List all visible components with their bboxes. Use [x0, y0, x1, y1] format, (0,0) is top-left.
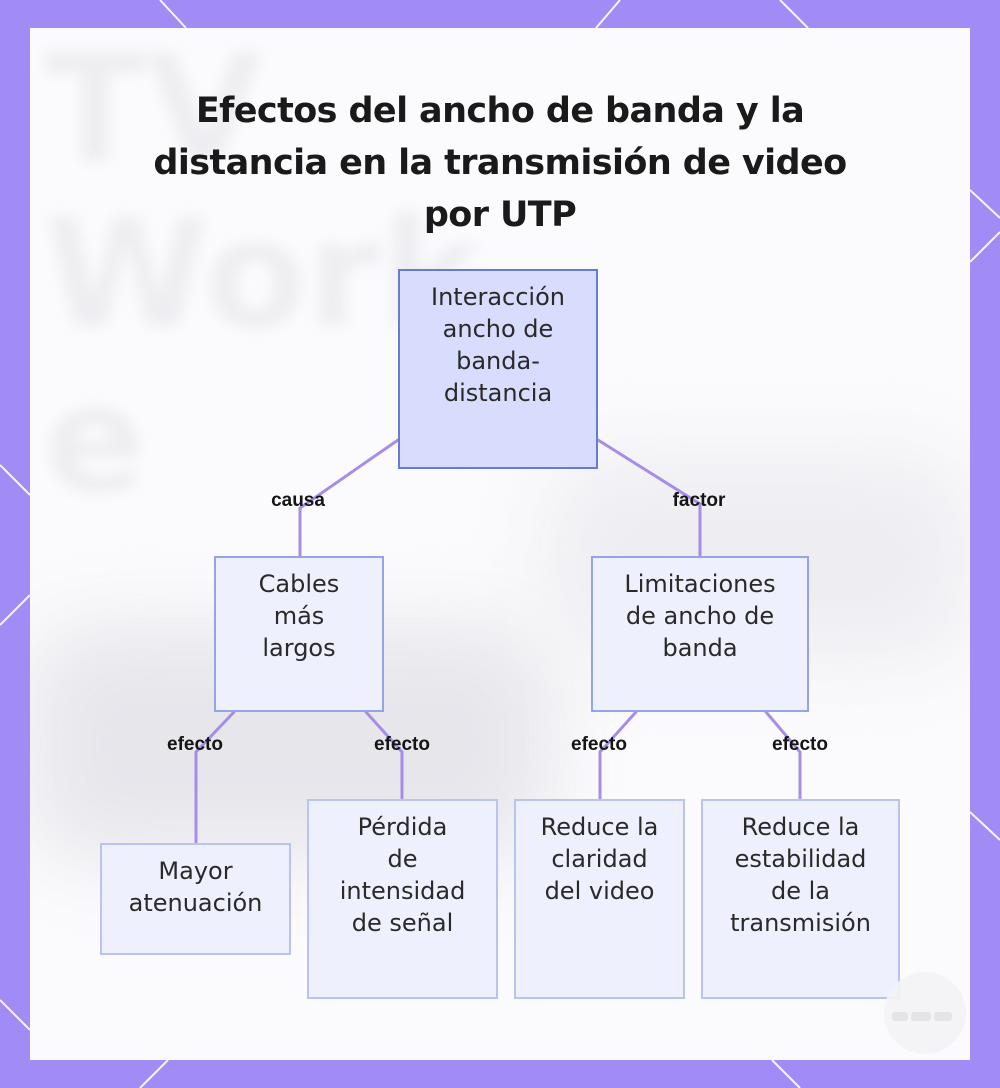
node-limitaciones: Limitaciones de ancho de banda	[591, 556, 809, 712]
edge-efecto-estabilidad	[764, 710, 802, 800]
logo-badge	[884, 972, 966, 1054]
edge-efecto-atenuacion	[194, 710, 236, 844]
edge-label-efecto: efecto	[167, 734, 223, 755]
node-reduce-estabilidad: Reduce la estabilidad de la transmisión	[701, 799, 900, 999]
edge-causa	[298, 438, 400, 558]
edge-label-factor: factor	[672, 490, 726, 511]
node-reduce-claridad: Reduce la claridad del video	[514, 799, 685, 999]
node-perdida-intensidad: Pérdida de intensidad de señal	[307, 799, 498, 999]
watermark: TV Work e	[44, 28, 481, 527]
edge-label-efecto: efecto	[772, 734, 828, 755]
diagram-title: Efectos del ancho de banda y la distanci…	[153, 91, 847, 235]
edge-efecto-perdida	[364, 710, 404, 800]
edge-label-efecto: efecto	[374, 734, 430, 755]
edge-factor	[596, 438, 702, 558]
node-mayor-atenuacion: Mayor atenuación	[100, 843, 291, 955]
edge-efecto-claridad	[598, 710, 638, 800]
edge-label-efecto: efecto	[571, 734, 627, 755]
edge-label-causa: causa	[271, 490, 325, 511]
node-interaccion: Interacción ancho de banda- distancia	[398, 269, 598, 469]
node-cables-largos: Cables más largos	[214, 556, 384, 712]
